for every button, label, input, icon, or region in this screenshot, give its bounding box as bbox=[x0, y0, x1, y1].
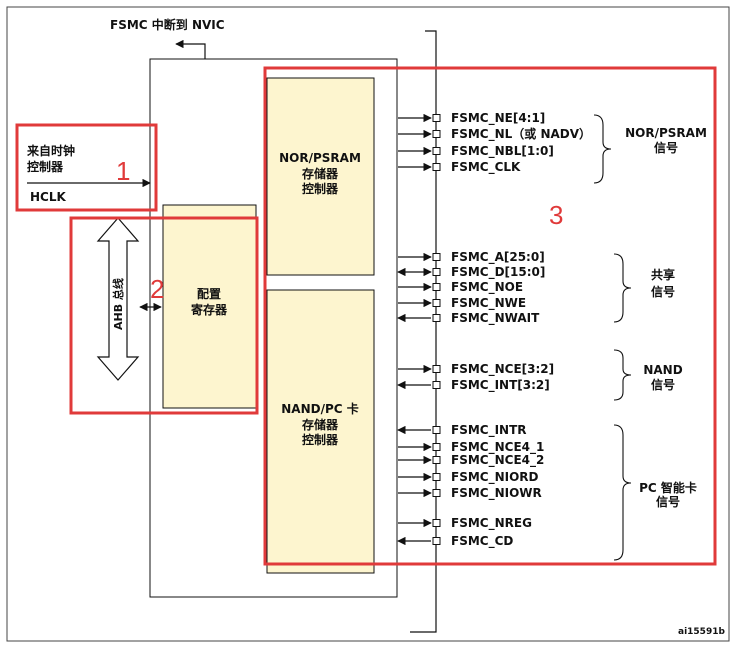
pin-square bbox=[432, 537, 441, 545]
nor-ctrl-line2: 存储器 bbox=[301, 166, 339, 181]
nand-ctrl-line1: NAND/PC 卡 bbox=[281, 401, 359, 416]
pin-square bbox=[432, 283, 441, 291]
signal-label: FSMC_INT[3:2] bbox=[451, 378, 550, 393]
pin-square bbox=[432, 519, 441, 527]
pin-square bbox=[432, 456, 441, 464]
group-nand-line1: NAND bbox=[643, 363, 682, 377]
pin-square bbox=[432, 426, 441, 434]
signal-label: FSMC_NCE4_2 bbox=[451, 453, 544, 468]
pin-square bbox=[432, 299, 441, 307]
highlight-box-3 bbox=[263, 66, 717, 566]
highlight-box-1 bbox=[15, 123, 158, 212]
nor-ctrl-line1: NOR/PSRAM bbox=[279, 151, 361, 165]
group-nor-line2: 信号 bbox=[654, 140, 678, 155]
signal-label: FSMC_NE[4:1] bbox=[451, 111, 545, 126]
pin-square bbox=[432, 130, 441, 138]
brace-shared bbox=[613, 253, 632, 323]
pin-square bbox=[432, 253, 441, 261]
pin-square bbox=[432, 314, 441, 322]
hclk-label: HCLK bbox=[30, 190, 66, 204]
group-nand-line2: 信号 bbox=[651, 377, 675, 392]
region-number-1: 1 bbox=[116, 156, 130, 186]
pin-square bbox=[432, 114, 441, 122]
signal-label: FSMC_NL（或 NADV） bbox=[451, 126, 591, 142]
brace-nand bbox=[613, 349, 632, 401]
group-shared-line2: 信号 bbox=[651, 284, 675, 299]
nvic-interrupt-label: FSMC 中断到 NVIC bbox=[110, 17, 225, 32]
ahb-bus-label: AHB 总线 bbox=[111, 278, 125, 330]
nvic-arrow bbox=[175, 39, 206, 59]
pin-bracket bbox=[410, 30, 437, 633]
config-line1: 配置 bbox=[197, 286, 221, 301]
group-pccard-line1: PC 智能卡 bbox=[639, 480, 697, 495]
clock-source-line1: 来自时钟 bbox=[26, 143, 75, 158]
figure-id: ai15591b bbox=[678, 627, 725, 637]
brace-nor-psram bbox=[593, 114, 612, 184]
signal-lines: FSMC_NE[4:1]FSMC_NL（或 NADV） FSMC_NBL[1:0]… bbox=[397, 111, 591, 549]
group-pccard-line2: 信号 bbox=[656, 494, 680, 509]
pin-square bbox=[432, 489, 441, 497]
nand-pccard-controller bbox=[266, 289, 375, 574]
signal-label: FSMC_NWE bbox=[451, 296, 526, 311]
clock-source-line2: 控制器 bbox=[27, 159, 64, 174]
signal-label: FSMC_NREG bbox=[451, 516, 532, 531]
signal-label: FSMC_NCE4_1 bbox=[451, 440, 544, 455]
config-line2: 寄存器 bbox=[191, 302, 228, 317]
nand-ctrl-line3: 控制器 bbox=[302, 432, 339, 447]
group-shared-line1: 共享 bbox=[651, 267, 675, 282]
pin-square bbox=[432, 473, 441, 481]
nor-ctrl-line3: 控制器 bbox=[302, 181, 339, 196]
group-nor-line1: NOR/PSRAM bbox=[625, 126, 707, 140]
signal-label: FSMC_NWAIT bbox=[451, 311, 540, 326]
nand-ctrl-line2: 存储器 bbox=[301, 417, 339, 432]
figure-frame bbox=[6, 6, 730, 642]
signal-label: FSMC_D[15:0] bbox=[451, 265, 545, 280]
pin-square bbox=[432, 268, 441, 276]
signal-label: FSMC_NIOWR bbox=[451, 486, 542, 501]
signal-label: FSMC_NBL[1:0] bbox=[451, 144, 554, 159]
signal-label: FSMC_NIORD bbox=[451, 470, 539, 485]
ahb-bus-arrow bbox=[96, 217, 140, 381]
signal-label: FSMC_NCE[3:2] bbox=[451, 362, 554, 377]
signal-label: FSMC_CD bbox=[451, 534, 513, 549]
pin-square bbox=[432, 381, 441, 389]
config-registers bbox=[162, 204, 257, 409]
signal-label: FSMC_A[25:0] bbox=[451, 250, 545, 265]
nor-psram-controller bbox=[266, 77, 375, 276]
region-number-3: 3 bbox=[549, 200, 563, 230]
brace-pccard bbox=[613, 424, 632, 561]
region-number-2: 2 bbox=[150, 274, 164, 304]
pin-square bbox=[432, 147, 441, 155]
pin-square bbox=[432, 163, 441, 171]
signal-label: FSMC_CLK bbox=[451, 160, 521, 175]
signal-label: FSMC_INTR bbox=[451, 423, 527, 438]
highlight-box-2 bbox=[69, 216, 259, 415]
pin-square bbox=[432, 443, 441, 451]
pin-square bbox=[432, 365, 441, 373]
signal-label: FSMC_NOE bbox=[451, 280, 523, 295]
